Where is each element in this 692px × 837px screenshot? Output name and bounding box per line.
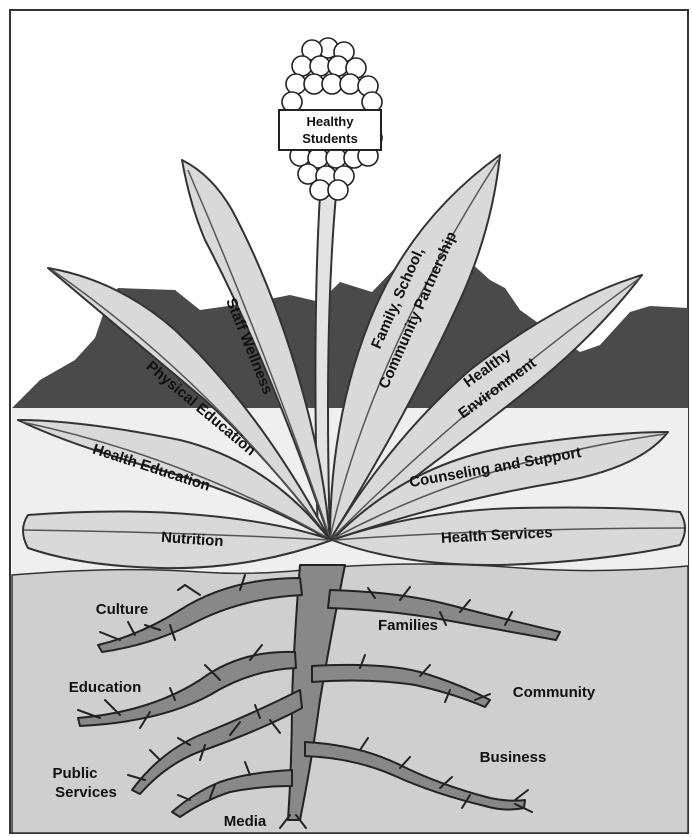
community-rootlets xyxy=(359,654,491,703)
leaf-staff-wellness xyxy=(181,159,331,541)
media-root xyxy=(171,769,293,818)
label-public-line1: Public xyxy=(52,765,97,782)
culture-root xyxy=(97,577,303,653)
vein-staff-wellness xyxy=(187,169,331,539)
media-rootlets xyxy=(177,761,307,829)
vein-counseling-support xyxy=(333,433,666,539)
label-public-line2: Services xyxy=(55,784,117,801)
education-rootlets xyxy=(77,644,263,729)
families-rootlets xyxy=(367,586,513,626)
leaf-healthy-environment xyxy=(329,274,643,541)
label-media: Media xyxy=(224,813,267,830)
vein-health-education xyxy=(21,421,329,539)
healthy-students-line1: Healthy xyxy=(307,114,355,129)
vein-family-school-community xyxy=(329,159,499,539)
community-root xyxy=(311,663,491,708)
business-rootlets xyxy=(359,737,533,813)
public-services-rootlets xyxy=(127,704,281,781)
leaf-physical-education xyxy=(47,267,331,541)
label-culture: Culture xyxy=(96,601,149,618)
label-families: Families xyxy=(378,617,438,634)
leaf-health-services xyxy=(331,506,686,567)
vein-physical-education xyxy=(51,269,329,539)
leaf-family-school-community xyxy=(329,154,501,541)
leaf-counseling-support xyxy=(331,431,669,541)
label-business: Business xyxy=(480,749,547,766)
leaf-health-education xyxy=(17,419,331,541)
leaf-nutrition xyxy=(22,510,333,570)
education-root xyxy=(77,650,297,727)
vein-nutrition xyxy=(23,529,331,541)
vein-health-services xyxy=(333,527,685,541)
root-system xyxy=(77,564,561,829)
label-nutrition: Nutrition xyxy=(161,529,225,550)
label-education: Education xyxy=(69,679,142,696)
healthy-students-line2: Students xyxy=(302,131,358,146)
culture-rootlets xyxy=(99,574,246,641)
flower-head xyxy=(281,37,383,201)
label-community: Community xyxy=(513,684,596,701)
healthy-students-box xyxy=(278,109,382,151)
label-health-services: Health Services xyxy=(441,524,553,547)
families-root xyxy=(327,589,561,641)
vein-healthy-environment xyxy=(331,277,641,539)
